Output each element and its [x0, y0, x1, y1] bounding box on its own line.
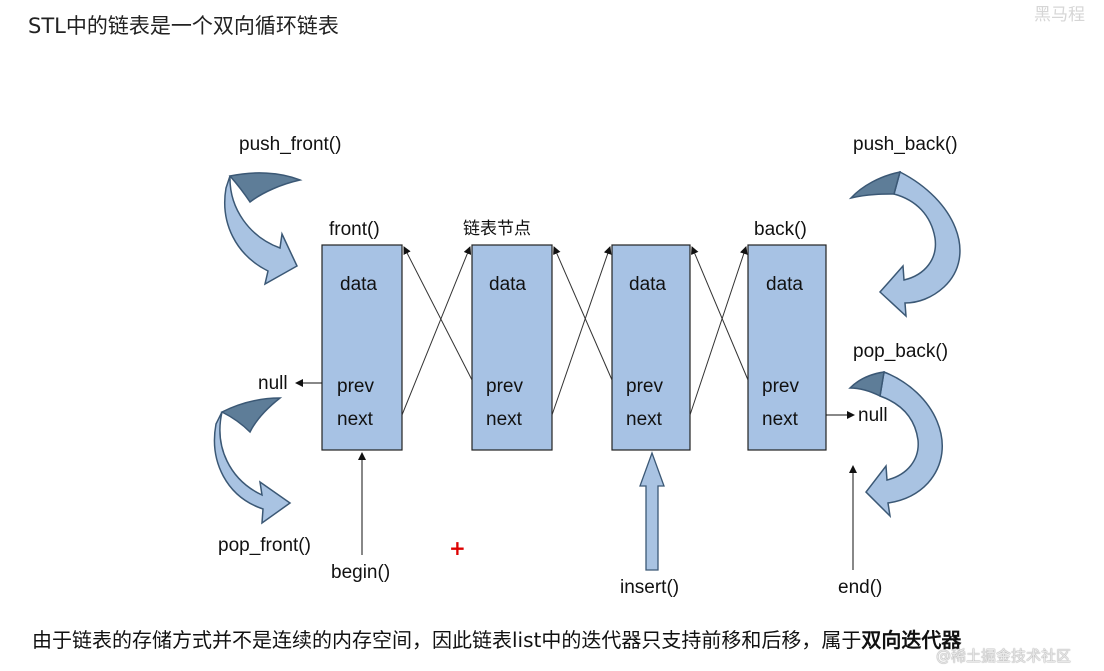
- list-node-3: data prev next: [611, 244, 691, 451]
- list-node-1: data prev next: [321, 244, 403, 451]
- node-next-field: next: [337, 409, 374, 430]
- back-label: back(): [754, 219, 807, 240]
- pop-back-label: pop_back(): [853, 341, 948, 362]
- node-prev-field: prev: [626, 376, 663, 397]
- node-next-field: next: [486, 409, 523, 430]
- push-front-arrow-icon: [224, 172, 303, 286]
- node-links: [401, 246, 749, 416]
- list-node-4: data prev next: [747, 244, 827, 451]
- push-back-label: push_back(): [853, 134, 958, 155]
- push-back-arrow-icon: [848, 170, 961, 318]
- front-label: front(): [329, 219, 380, 240]
- list-node-2: data prev next: [471, 244, 553, 451]
- node-prev-field: prev: [762, 376, 799, 397]
- node-data-field: data: [766, 274, 803, 295]
- node-data-field: data: [489, 274, 526, 295]
- insert-arrow-icon: [639, 451, 665, 571]
- footer-text: 由于链表的存储方式并不是连续的内存空间，因此链表list中的迭代器只支持前移和后…: [32, 628, 862, 652]
- node-prev-field: prev: [486, 376, 523, 397]
- footer-bold: 双向迭代器: [861, 628, 962, 652]
- push-front-label: push_front(): [239, 134, 341, 155]
- insert-label: insert(): [620, 577, 679, 598]
- node-prev-field: prev: [337, 376, 374, 397]
- slide-title: STL中的链表是一个双向循环链表: [28, 14, 339, 38]
- pop-front-label: pop_front(): [218, 535, 311, 556]
- node-next-field: next: [762, 409, 799, 430]
- end-label: end(): [838, 577, 882, 598]
- null-right-label: null: [858, 405, 888, 426]
- site-watermark: @稀土掘金技术社区: [936, 647, 1072, 665]
- pop-back-arrow-icon: [848, 370, 943, 519]
- corner-watermark: 黑马程: [1034, 5, 1085, 25]
- null-left-label: null: [258, 373, 288, 394]
- node-data-field: data: [629, 274, 666, 295]
- node-label: 链表节点: [463, 219, 531, 239]
- pop-front-arrow-icon: [213, 397, 292, 525]
- node-data-field: data: [340, 274, 377, 295]
- node-next-field: next: [626, 409, 663, 430]
- footer-note: 由于链表的存储方式并不是连续的内存空间，因此链表list中的迭代器只支持前移和后…: [32, 624, 961, 653]
- red-plus-marker: +: [449, 536, 466, 560]
- begin-label: begin(): [331, 562, 390, 583]
